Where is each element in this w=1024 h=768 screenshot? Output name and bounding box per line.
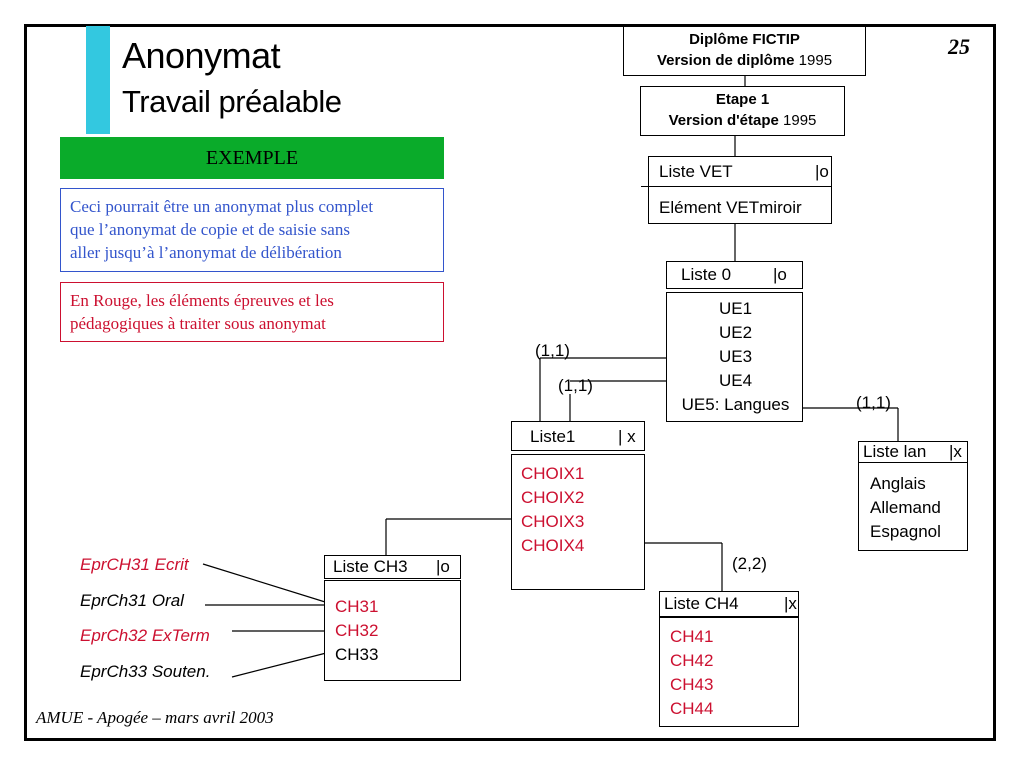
liste0-item: UE2: [718, 323, 753, 342]
liste-ch3-body-box: CH31 CH32 CH33: [324, 580, 461, 681]
note-blue-line: Ceci pourrait être un anonymat plus comp…: [70, 197, 374, 216]
liste-ch4-header: Liste CH4: [664, 594, 739, 613]
liste1-item: CHOIX4: [521, 536, 585, 555]
liste0-item: UE4: [718, 371, 753, 390]
diploma-version-year: 1995: [798, 52, 833, 69]
liste-ch4-item: CH42: [670, 651, 714, 670]
liste-vet-box: Liste VET |o Elément VETmiroir: [641, 156, 832, 224]
liste0-flag: |o: [773, 265, 787, 284]
slide-frame: [24, 24, 996, 741]
liste0-header: Liste 0: [681, 265, 732, 284]
liste-ch4-item: CH43: [670, 675, 714, 694]
liste-lan-divider: [859, 462, 967, 463]
cardinality-ue4: (1,1): [558, 376, 593, 395]
etape-version-label: Version d'étape: [668, 112, 779, 129]
liste-ch3-item: CH31: [335, 597, 379, 616]
liste-lan-item: Allemand: [870, 498, 941, 517]
note-red-line: En Rouge, les éléments épreuves et les: [70, 291, 334, 310]
liste0-item: UE1: [718, 299, 753, 318]
liste-ch4-item: CH44: [670, 699, 714, 718]
liste-lan-box: Liste lan |x Anglais Allemand Espagnol: [858, 441, 968, 551]
liste1-flag: | x: [618, 427, 636, 446]
liste0-header-box: Liste 0 |o: [666, 261, 803, 289]
etape-title: Etape 1: [715, 91, 770, 108]
liste-ch4-flag: |x: [784, 594, 797, 613]
liste-ch3-item: CH32: [335, 621, 379, 640]
page-number: 25: [948, 34, 970, 59]
footer: AMUE - Apogée – mars avril 2003: [36, 708, 274, 727]
cardinality-ue5: (1,1): [856, 393, 891, 412]
liste0-item: UE5: Langues: [681, 395, 790, 414]
epreuve-label: EprCh33 Souten.: [80, 662, 211, 681]
epreuve-label: EprCh31 Oral: [80, 591, 184, 610]
note-red: En Rouge, les éléments épreuves et les p…: [60, 282, 444, 342]
accent-bar: [86, 26, 110, 134]
diploma-version-label: Version de diplôme: [656, 52, 795, 69]
epreuve-label: EprCh32 ExTerm: [80, 626, 210, 645]
liste1-body-box: CHOIX1 CHOIX2 CHOIX3 CHOIX4: [511, 454, 645, 590]
note-blue-line: aller jusqu’à l’anonymat de délibération: [70, 243, 342, 262]
liste-ch4-item: CH41: [670, 627, 714, 646]
cardinality-choix4: (2,2): [732, 554, 767, 573]
liste-lan-item: Anglais: [870, 474, 926, 493]
liste-ch3-header-box: Liste CH3 |o: [324, 555, 461, 579]
epreuve-label: EprCH31 Ecrit: [80, 555, 189, 574]
liste0-item: UE3: [718, 347, 753, 366]
liste-ch3-item: CH33: [335, 645, 379, 664]
slide-title: Anonymat: [122, 35, 281, 76]
note-blue: Ceci pourrait être un anonymat plus comp…: [60, 188, 444, 272]
diploma-box: Diplôme FICTIP Version de diplôme 1995: [623, 26, 866, 76]
liste1-header: Liste1: [530, 427, 576, 446]
diploma-title: Diplôme FICTIP: [689, 31, 800, 48]
note-red-line: pédagogiques à traiter sous anonymat: [70, 314, 326, 333]
liste-vet-divider: [641, 186, 831, 187]
liste-vet-header: Liste VET: [659, 162, 733, 181]
liste-vet-flag: |o: [815, 162, 829, 181]
example-banner: EXEMPLE: [60, 137, 444, 179]
cardinality-ue3: (1,1): [535, 341, 570, 360]
liste-ch4-header-box: Liste CH4 |x: [659, 591, 799, 617]
etape-version-year: 1995: [783, 112, 817, 129]
liste-ch4-body-box: CH41 CH42 CH43 CH44: [659, 617, 799, 727]
liste-lan-flag: |x: [949, 442, 962, 461]
liste1-item: CHOIX3: [521, 512, 585, 531]
etape-box: Etape 1 Version d'étape 1995: [640, 86, 845, 136]
liste-ch3-header: Liste CH3: [333, 557, 408, 576]
slide-subtitle: Travail préalable: [122, 84, 342, 119]
liste-lan-header: Liste lan: [863, 442, 927, 461]
note-blue-line: que l’anonymat de copie et de saisie san…: [70, 220, 350, 239]
liste-ch3-flag: |o: [436, 557, 450, 576]
liste0-body-box: UE1 UE2 UE3 UE4 UE5: Langues: [666, 292, 803, 422]
liste1-item: CHOIX1: [521, 464, 585, 483]
liste1-item: CHOIX2: [521, 488, 585, 507]
liste-lan-item: Espagnol: [870, 522, 941, 541]
liste-vet-item: Elément VETmiroir: [659, 198, 802, 217]
liste1-header-box: Liste1 | x: [511, 421, 645, 451]
